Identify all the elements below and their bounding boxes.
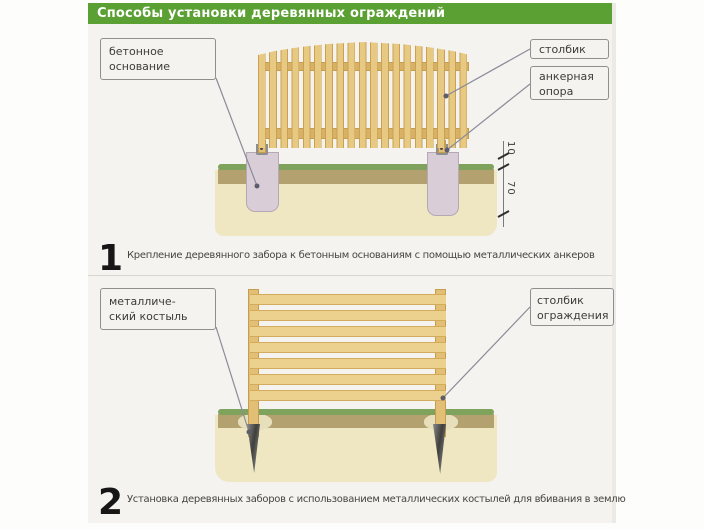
callout-line: столбик	[537, 294, 584, 307]
callout-line: столбик	[539, 43, 586, 56]
fence-pickets	[258, 42, 470, 148]
page-edge-shadow	[612, 3, 616, 523]
section-divider	[88, 275, 612, 276]
callout-line: ограждения	[537, 309, 609, 322]
d1-grass-line	[218, 164, 494, 170]
callout-fence-post: столбик ограждения	[530, 288, 614, 326]
callout-line: металличе-	[109, 295, 176, 308]
d1-topsoil-layer	[218, 169, 494, 184]
page-title: Способы установки деревянных ограждений	[88, 3, 612, 24]
callout-line: ский костыль	[109, 310, 188, 323]
step-number-2: 2	[98, 482, 124, 523]
anchor-bolt-right	[440, 147, 443, 150]
concrete-base-left	[246, 152, 279, 212]
callout-line: бетонное	[109, 45, 164, 58]
d2-grass-line	[218, 409, 494, 415]
callout-line: основание	[109, 60, 171, 73]
callout-metal-spike: металличе- ский костыль	[100, 288, 216, 330]
caption-2: Установка деревянных заборов с использов…	[127, 494, 626, 505]
anchor-bolt-left	[260, 147, 263, 150]
step-number-1: 1	[98, 238, 124, 279]
callout-line: опора	[539, 85, 574, 98]
horizontal-rails	[250, 294, 446, 401]
callout-concrete-base: бетонное основание	[100, 38, 216, 80]
dimension-value-below-ground: 70	[505, 181, 516, 196]
callout-anchor-support: анкерная опора	[530, 66, 609, 100]
picket-fence	[258, 42, 470, 148]
dimension-value-above-ground: 10	[505, 141, 516, 156]
callout-line: анкерная	[539, 70, 594, 83]
callout-post: столбик	[530, 39, 609, 59]
concrete-base-right	[427, 152, 459, 216]
caption-1: Крепление деревянного забора к бетонным …	[127, 250, 595, 261]
